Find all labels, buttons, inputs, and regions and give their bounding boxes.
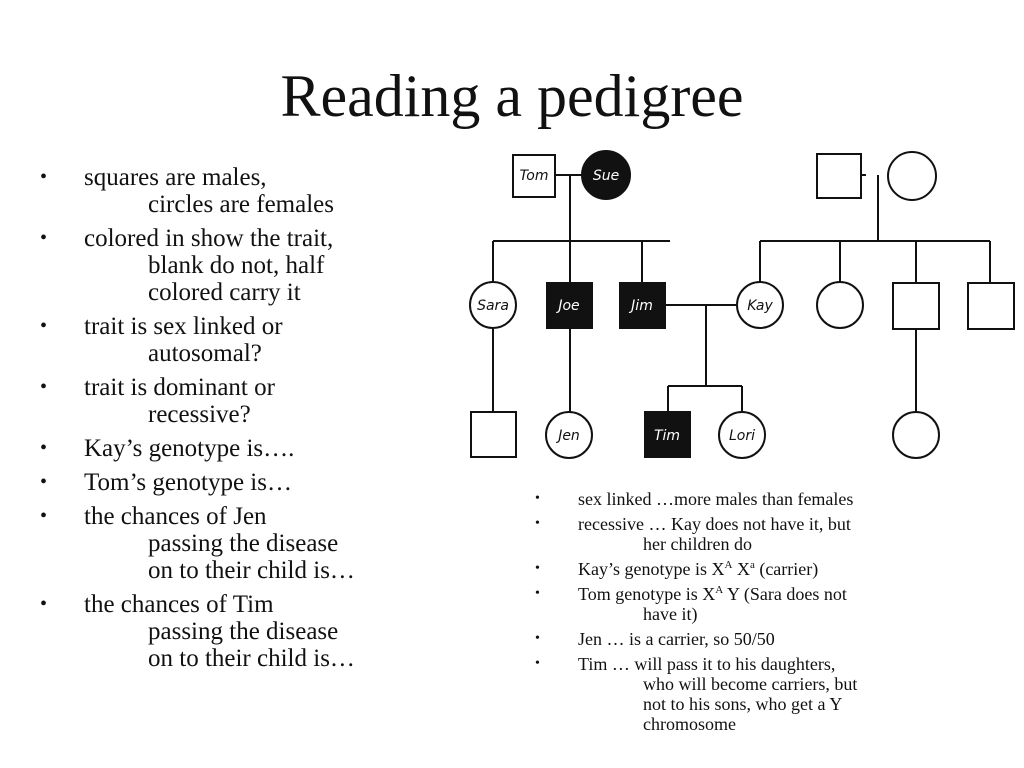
cousin-female-symbol — [892, 411, 940, 459]
bullet-text: trait is sex linked or — [84, 313, 283, 340]
pedigree-chart: Tom Sue Sara Joe Jim Kay Jen Tim Lori — [469, 150, 1015, 459]
aunt-female-symbol — [816, 281, 864, 329]
answer-tim: Tim … will pass it to his daughters, — [578, 654, 836, 674]
bullet-continuation: autosomal? — [148, 340, 262, 367]
bullet-icon: • — [535, 586, 540, 601]
question-list: • squares are males,circles are females •… — [40, 164, 450, 679]
grandfather-male-symbol — [816, 153, 862, 199]
bullet-text: the chances of Jen — [84, 503, 267, 530]
list-item: • squares are males,circles are females — [40, 164, 450, 218]
bullet-continuation: colored carry it — [148, 279, 301, 306]
bullet-icon: • — [40, 376, 48, 398]
bullet-icon: • — [535, 491, 540, 506]
list-item: • sex linked …more males than females — [535, 489, 1005, 509]
bullet-text: colored in show the trait, — [84, 225, 334, 252]
bullet-icon: • — [40, 227, 48, 249]
bullet-continuation: circles are females — [148, 191, 334, 218]
pedigree-lines — [492, 174, 991, 412]
bullet-continuation: blank do not, half — [148, 252, 325, 279]
list-item: • Tim … will pass it to his daughters,who… — [535, 654, 1005, 734]
tim-male-symbol-affected — [644, 411, 691, 458]
jim-label: Jim — [628, 298, 653, 314]
bullet-text: trait is dominant or — [84, 374, 275, 401]
bullet-icon: • — [40, 593, 48, 615]
sara-female-symbol — [469, 281, 517, 329]
answer-continuation: have it) — [643, 604, 698, 624]
joe-label: Joe — [555, 298, 579, 314]
answer-recessive: recessive … Kay does not have it, but — [578, 514, 851, 534]
list-item: • Tom’s genotype is… — [40, 469, 450, 496]
sara-son-male-symbol — [470, 411, 517, 458]
list-item: • colored in show the trait,blank do not,… — [40, 225, 450, 306]
bullet-text: Kay’s genotype is…. — [84, 435, 295, 462]
list-item: • Kay’s genotype is…. — [40, 435, 450, 462]
bullet-text: the chances of Tim — [84, 591, 274, 618]
tom-male-symbol — [512, 154, 556, 198]
kay-label: Kay — [747, 298, 773, 314]
answer-tom-genotype: Tom genotype is XA Y (Sara does not — [578, 584, 847, 604]
answer-kay-genotype: Kay’s genotype is XA Xa (carrier) — [578, 559, 819, 579]
answer-continuation: her children do — [643, 534, 752, 554]
bullet-icon: • — [40, 166, 48, 188]
bullet-icon: • — [535, 561, 540, 576]
jim-male-symbol-affected — [619, 282, 666, 329]
bullet-icon: • — [40, 437, 48, 459]
tom-label: Tom — [519, 168, 548, 184]
bullet-continuation: passing the disease — [148, 618, 339, 645]
jen-female-symbol — [545, 411, 593, 459]
grandmother-female-symbol — [887, 151, 937, 201]
kay-female-symbol — [736, 281, 784, 329]
answer-continuation: not to his sons, who get a Y — [643, 694, 843, 714]
bullet-icon: • — [40, 505, 48, 527]
answer-list: • sex linked …more males than females • re… — [535, 489, 1005, 739]
bullet-icon: • — [535, 631, 540, 646]
sue-label: Sue — [593, 168, 619, 184]
answer-continuation: chromosome — [643, 714, 736, 734]
bullet-continuation: on to their child is… — [148, 557, 355, 584]
list-item: • Jen … is a carrier, so 50/50 — [535, 629, 1005, 649]
bullet-text: Tom’s genotype is… — [84, 469, 292, 496]
answer-sex-linked: sex linked …more males than females — [578, 489, 854, 509]
tim-label: Tim — [654, 428, 680, 444]
answer-continuation: who will become carriers, but — [643, 674, 858, 694]
sara-label: Sara — [477, 298, 509, 314]
bullet-icon: • — [535, 656, 540, 671]
uncle-male-symbol — [892, 282, 940, 330]
lori-female-symbol — [718, 411, 766, 459]
sue-female-symbol-affected — [581, 150, 631, 200]
slide-title: Reading a pedigree — [280, 63, 744, 129]
bullet-icon: • — [40, 315, 48, 337]
bullet-icon: • — [535, 516, 540, 531]
bullet-continuation: passing the disease — [148, 530, 339, 557]
bullet-text: squares are males, — [84, 164, 267, 191]
bullet-continuation: recessive? — [148, 401, 251, 428]
answer-jen: Jen … is a carrier, so 50/50 — [578, 629, 775, 649]
uncle-male-symbol-2 — [967, 282, 1015, 330]
jen-label: Jen — [555, 428, 580, 444]
joe-male-symbol-affected — [546, 282, 593, 329]
bullet-icon: • — [40, 471, 48, 493]
lori-label: Lori — [729, 428, 755, 444]
bullet-continuation: on to their child is… — [148, 645, 355, 672]
list-item: • Kay’s genotype is XA Xa (carrier) — [535, 559, 1005, 579]
